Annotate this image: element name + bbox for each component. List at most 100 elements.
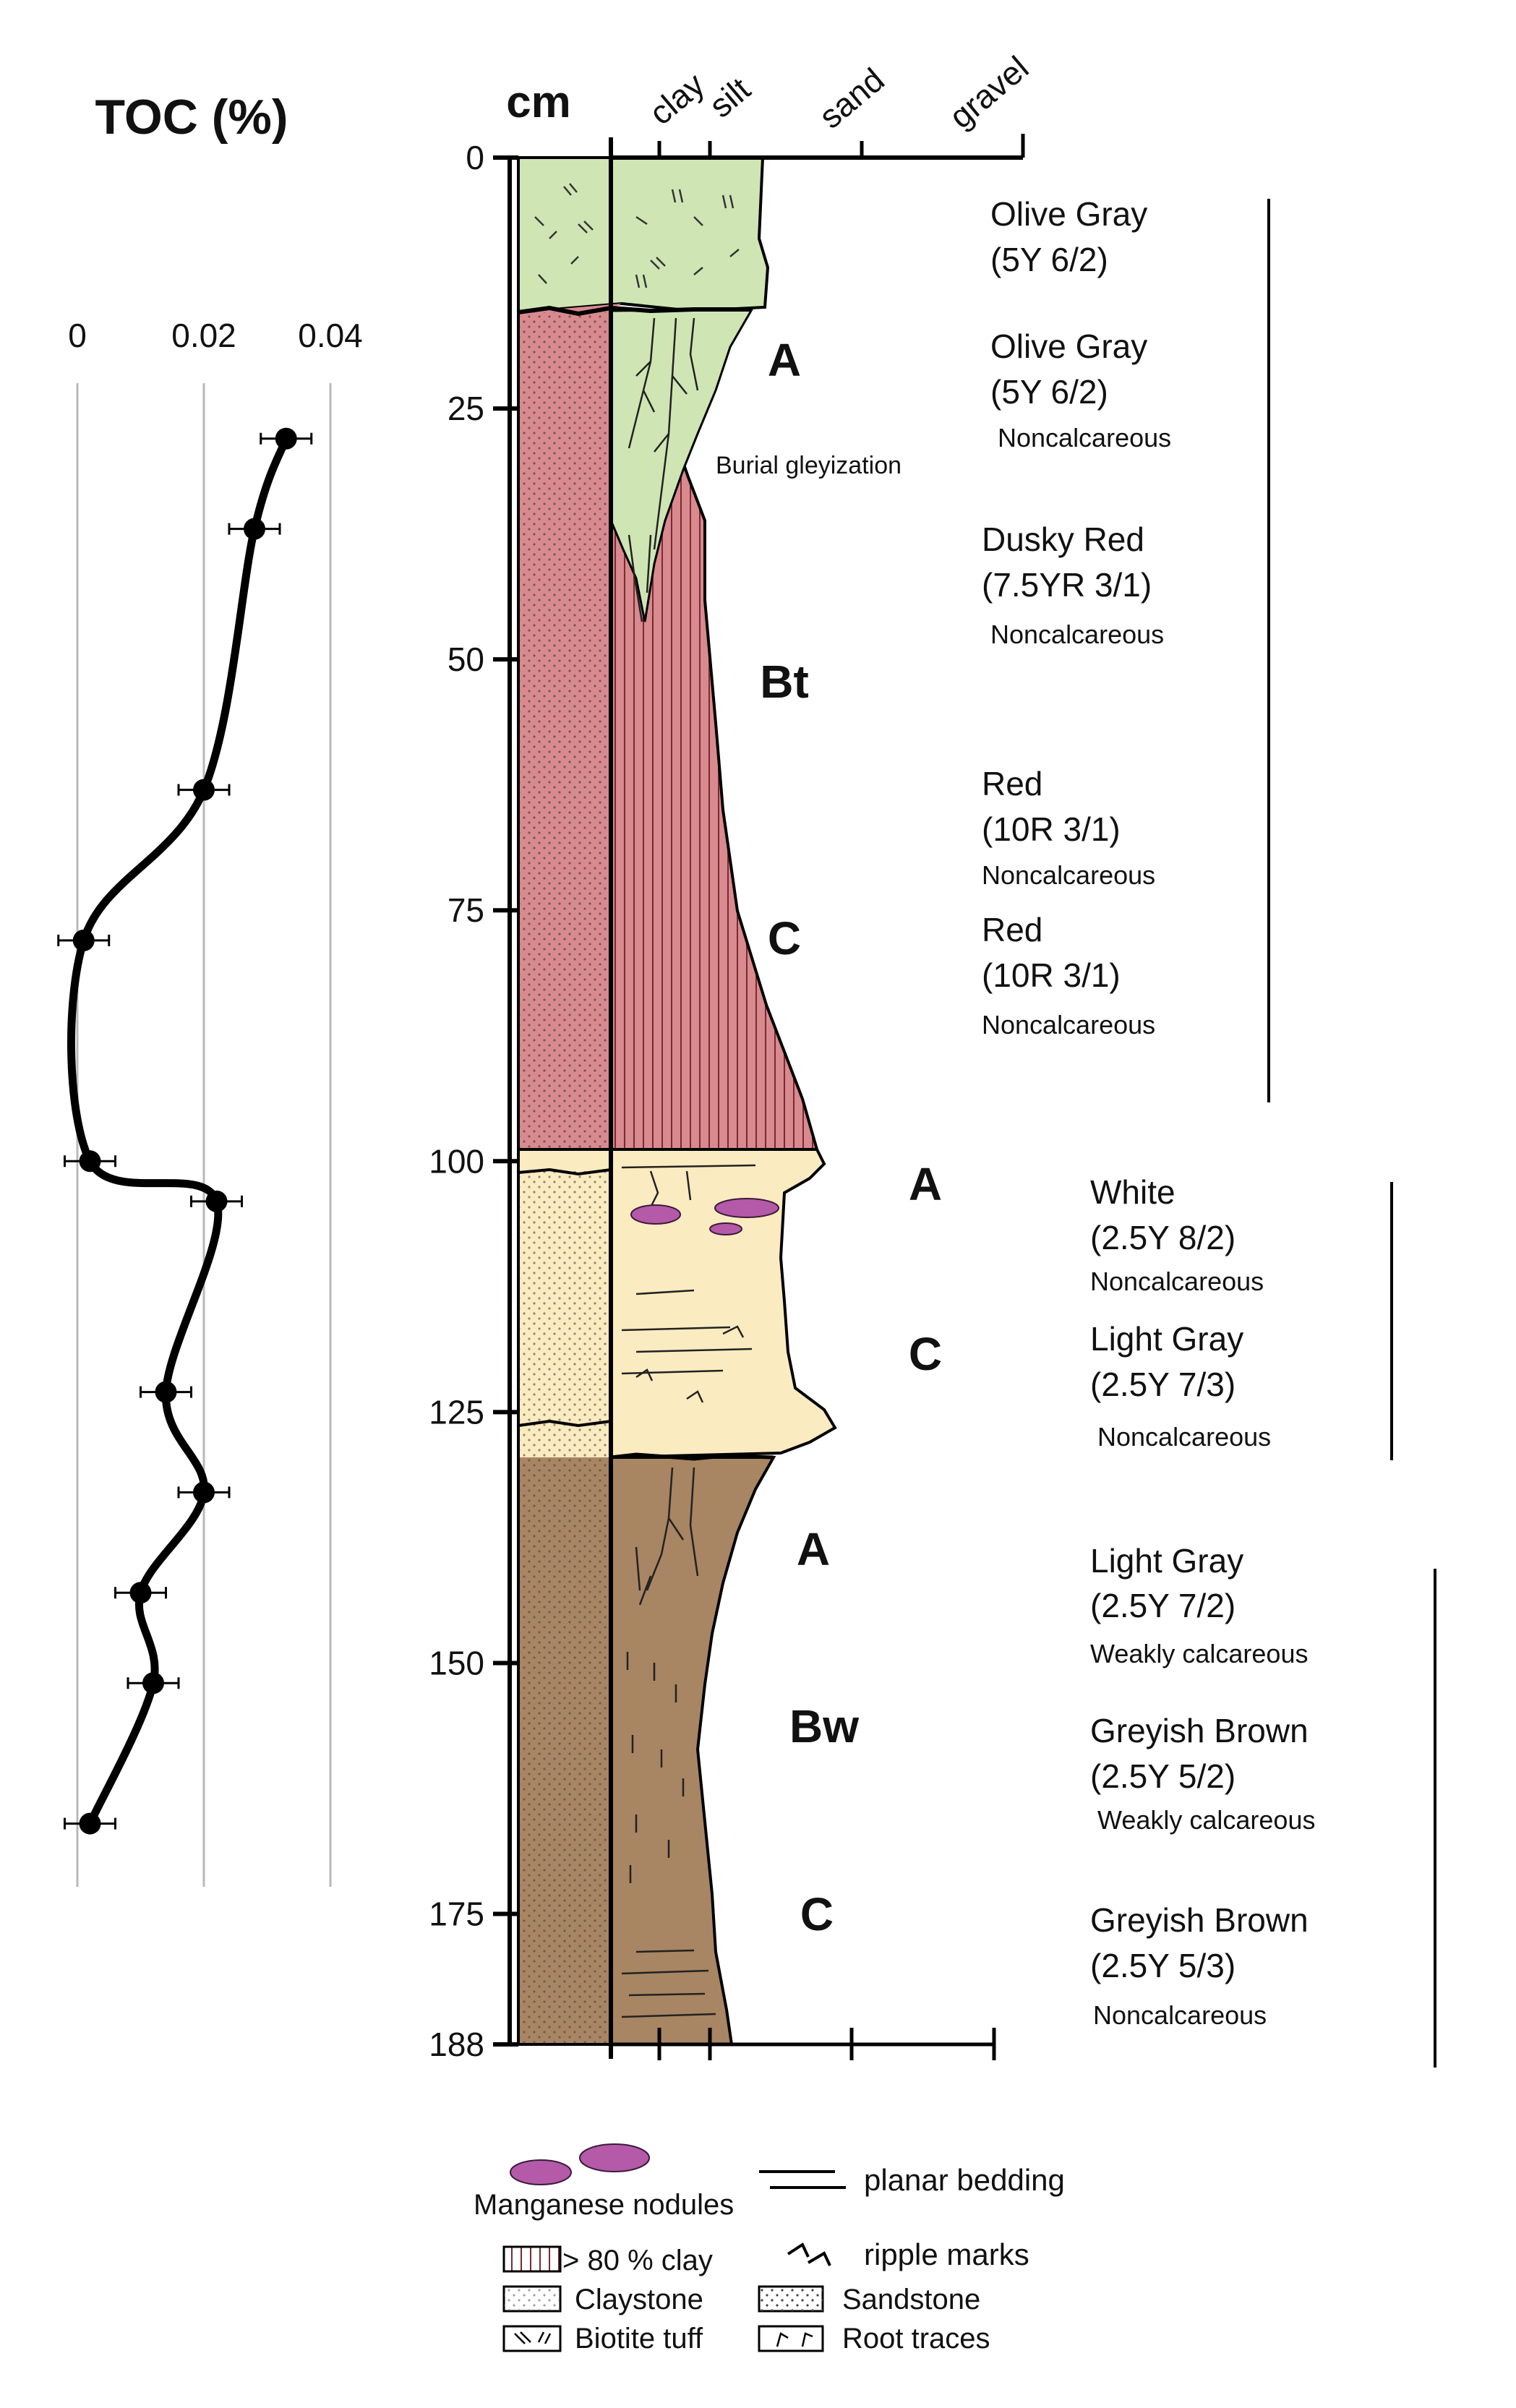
toc-panel: TOC (%) 0 0.02 0.04 (57, 90, 363, 1887)
horizon-labels: A Bt C A C A Bw C (760, 334, 942, 1940)
grain-label-sand: sand (812, 61, 891, 136)
depth-tick-label: 0 (466, 139, 484, 176)
color-code: (5Y 6/2) (990, 241, 1108, 278)
depth-tick-label: 150 (429, 1644, 484, 1681)
calcareous-note: Noncalcareous (982, 1010, 1155, 1040)
toc-point (79, 1812, 101, 1835)
cream-siltstone (609, 1148, 837, 1460)
horizon-label: C (800, 1888, 834, 1940)
legend-sandstone-label: Sandstone (842, 2284, 980, 2315)
depth-ticks: 0 25 50 75 100 125 150 175 188 (429, 139, 518, 2063)
legend-nodule-icon (510, 2159, 572, 2185)
color-name: Dusky Red (982, 520, 1144, 558)
legend: Manganese nodules planar bedding ripple … (474, 2143, 1065, 2355)
toc-point (244, 518, 265, 540)
toc-tick-label: 0.02 (171, 317, 236, 354)
color-code: (10R 3/1) (982, 810, 1121, 848)
horizon-label: A (797, 1523, 830, 1575)
brown-features (621, 1467, 716, 2018)
toc-point (129, 1582, 152, 1604)
horizon-descriptions: Olive Gray (5Y 6/2) Olive Gray (5Y 6/2) … (982, 195, 1315, 2030)
horizon-label: C (768, 912, 801, 964)
calcareous-note: Noncalcareous (1097, 1422, 1271, 1452)
depth-tick-label: 25 (447, 390, 484, 427)
depth-tick-label: 50 (447, 640, 484, 678)
color-name: Olive Gray (990, 195, 1147, 233)
toc-title: TOC (%) (95, 90, 288, 145)
brown-top-boundary (610, 1452, 774, 1461)
depth-tick-label: 75 (447, 891, 484, 929)
cream-lower-boundary (518, 1419, 612, 1428)
grain-label-silt: silt (702, 70, 758, 125)
color-name: Red (982, 911, 1042, 948)
color-name: Greyish Brown (1090, 1901, 1309, 1939)
legend-clay80-label: > 80 % clay (562, 2245, 713, 2276)
brown-siltstone (609, 1456, 776, 2046)
horizon-label: A (768, 334, 801, 386)
toc-point (205, 1190, 228, 1212)
paleosol-brackets (1267, 199, 1436, 2068)
color-name: Light Gray (1090, 1320, 1243, 1358)
root-traces-a (628, 317, 699, 622)
burial-gleyization-note: Burial gleyization (716, 452, 902, 479)
toc-point (193, 779, 215, 801)
legend-claystone-label: Claystone (575, 2284, 703, 2315)
horizon-label: Bw (789, 1700, 859, 1752)
grain-label-clay: clay (642, 65, 711, 132)
legend-roots-swatch (758, 2325, 824, 2352)
color-code: (2.5Y 7/3) (1090, 1366, 1236, 1403)
cream-top-boundary (518, 1167, 612, 1176)
toc-curve (67, 434, 291, 1828)
toc-point (275, 427, 297, 450)
calcareous-note: Noncalcareous (1093, 2000, 1267, 2030)
toc-gridlines (76, 383, 332, 1887)
toc-point (193, 1481, 215, 1504)
legend-clay80-swatch (502, 2245, 562, 2273)
calcareous-note: Noncalcareous (990, 620, 1164, 649)
legend-ripple-icon (787, 2242, 831, 2266)
brown-claystone-dots (518, 1457, 611, 2044)
red-claystone-dots (518, 312, 611, 1149)
legend-biotite-label: Biotite tuff (575, 2323, 703, 2355)
color-name: White (1090, 1173, 1175, 1211)
lithology-column (517, 137, 837, 2059)
toc-point (142, 1672, 164, 1694)
toc-points (57, 427, 313, 1835)
calcareous-note: Weakly calcareous (1097, 1805, 1315, 1835)
calcareous-note: Weakly calcareous (1090, 1639, 1308, 1668)
legend-planar-label: planar bedding (864, 2163, 1065, 2197)
depth-tick-label: 125 (429, 1393, 484, 1431)
color-code: (2.5Y 8/2) (1090, 1219, 1236, 1256)
olive-tuff-unit (517, 156, 770, 314)
biotite-tuff-marks (534, 183, 740, 288)
toc-point (79, 1150, 101, 1173)
depth-tick-label: 100 (429, 1142, 484, 1180)
color-code: (5Y 6/2) (990, 373, 1108, 411)
depth-tick-label: 175 (429, 1895, 484, 1933)
color-code: (10R 3/1) (982, 956, 1121, 994)
color-code: (2.5Y 7/2) (1090, 1587, 1236, 1624)
legend-manganese-label: Manganese nodules (474, 2189, 734, 2221)
legend-ripple-label: ripple marks (864, 2237, 1029, 2271)
color-name: Red (982, 765, 1042, 802)
legend-roots-label: Root traces (842, 2323, 990, 2355)
horizon-label: Bt (760, 656, 809, 708)
color-code: (2.5Y 5/2) (1090, 1757, 1236, 1795)
toc-axis-labels: 0 0.02 0.04 (68, 317, 363, 354)
calcareous-note: Noncalcareous (998, 423, 1171, 453)
cream-claystone-dots (518, 1171, 611, 1457)
color-name: Light Gray (1090, 1542, 1243, 1580)
toc-point (155, 1381, 177, 1403)
calcareous-note: Noncalcareous (1090, 1267, 1264, 1296)
grain-label-gravel: gravel (942, 48, 1035, 135)
depth-tick-label: 188 (429, 2026, 484, 2063)
legend-biotite-swatch (502, 2325, 562, 2352)
tuff-red-boundary (518, 305, 752, 317)
color-code: (2.5Y 5/3) (1090, 1947, 1236, 1984)
gleyed-a-horizon (609, 308, 754, 622)
legend-nodule-icon (579, 2143, 650, 2172)
manganese-nodules (630, 1198, 779, 1235)
toc-tick-label: 0 (68, 317, 87, 354)
horizon-label: A (909, 1158, 942, 1210)
